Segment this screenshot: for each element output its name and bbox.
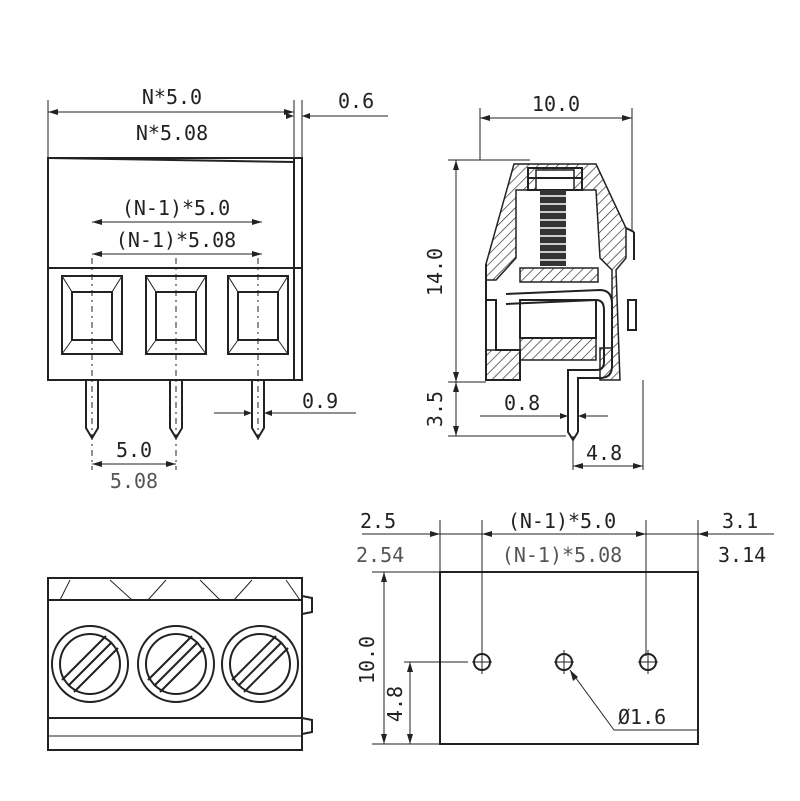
footprint-pitch-total-508-label: (N-1)*5.08 (502, 543, 622, 567)
pitch-508-label: 5.08 (110, 469, 158, 493)
bent-pin (505, 288, 613, 432)
top-view (47, 577, 313, 751)
pin-thickness-label: 0.8 (504, 391, 540, 415)
side-height-label: 14.0 (423, 248, 447, 296)
side-view: 10.0 14.0 3.5 (423, 92, 644, 470)
pin-width-label: 0.9 (302, 389, 338, 413)
pitch-50-label: 5.0 (116, 438, 152, 462)
total-width-508-label: N*5.08 (136, 121, 208, 145)
pin-offset-label: 4.8 (586, 441, 622, 465)
right-margin-50-label: 3.1 (722, 509, 758, 533)
offset-label: 0.6 (338, 89, 374, 113)
wire-openings (61, 275, 289, 355)
left-margin-50-label: 2.5 (360, 509, 396, 533)
top-body (47, 577, 303, 751)
left-margin-508-label: 2.54 (356, 543, 404, 567)
side-pin-length-label: 3.5 (423, 391, 447, 427)
footprint-outline (439, 571, 699, 745)
total-width-50-label: N*5.0 (142, 85, 202, 109)
footprint-view: 2.5 2.54 (N-1)*5.0 (N-1)*5.08 3.1 3.14 1… (355, 509, 774, 745)
right-margin-508-label: 3.14 (718, 543, 766, 567)
side-width-label: 10.0 (532, 92, 580, 116)
footprint-holes (472, 650, 658, 674)
footprint-pitch-total-50-label: (N-1)*5.0 (508, 509, 616, 533)
depth-label: 10.0 (355, 636, 379, 684)
hole-diameter-label: Ø1.6 (618, 705, 666, 729)
front-view: N*5.0 N*5.08 0.6 (N-1)*5.0 (N-1)*5.08 (47, 85, 388, 493)
front-pitch-total-50-label: (N-1)*5.0 (122, 196, 230, 220)
front-pins (85, 380, 265, 440)
front-pitch-total-508-label: (N-1)*5.08 (116, 228, 236, 252)
screw-holes (51, 625, 299, 703)
screw-thread (540, 190, 566, 266)
hole-row-offset-label: 4.8 (383, 686, 407, 722)
